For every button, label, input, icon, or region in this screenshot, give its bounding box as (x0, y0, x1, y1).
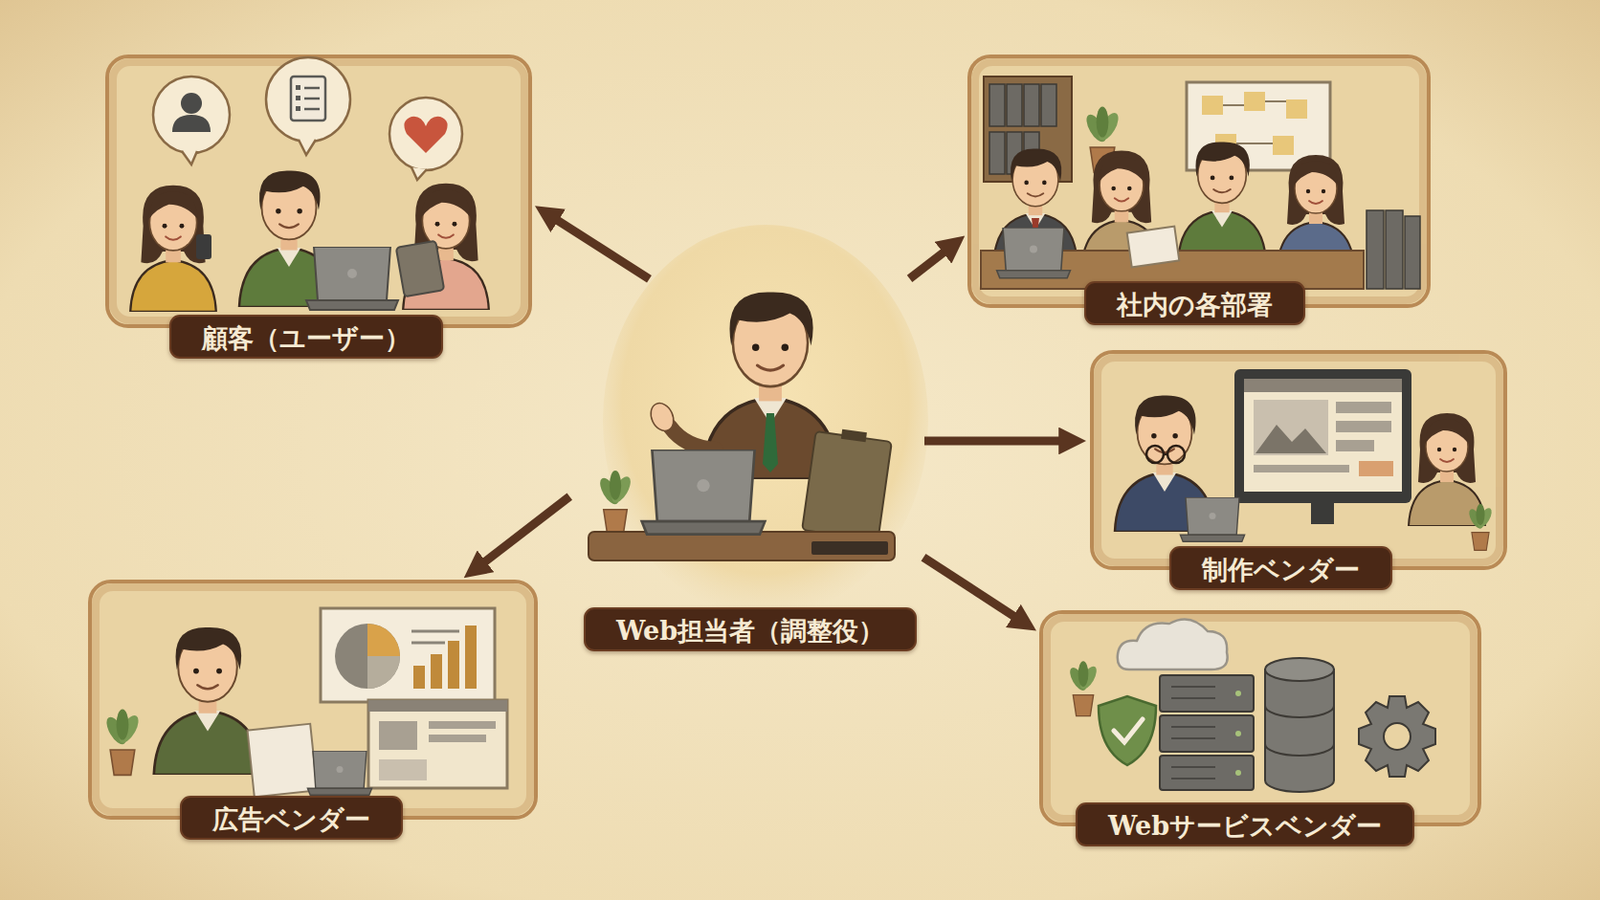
production-illustration (1114, 369, 1495, 551)
connector-arrow (923, 557, 1019, 620)
panel-label: 制作ベンダー (1169, 546, 1393, 591)
ad-vendor-illustration (102, 608, 508, 798)
panel-label: Web担当者（調整役） (583, 607, 917, 652)
connector-arrow (910, 249, 948, 280)
departments-illustration (980, 76, 1421, 289)
panel-grounds (89, 56, 1506, 825)
panel-label: 顧客（ユーザー） (169, 314, 444, 359)
panel-label: 社内の各部署 (1084, 281, 1306, 326)
customers-illustration (130, 57, 489, 312)
stakeholder-panel: 顧客（ユーザー） (107, 56, 531, 359)
coordinator-node: Web担当者（調整役） (574, 282, 919, 652)
stakeholder-panel: 社内の各部署 (969, 56, 1429, 326)
stakeholder-panel: Webサービスベンダー (1041, 612, 1480, 847)
connector-arrow (553, 218, 649, 280)
stakeholder-panel: 制作ベンダー (1091, 352, 1506, 591)
panel-label: Webサービスベンダー (1075, 802, 1415, 847)
stakeholder-panel: 広告ベンダー (89, 581, 536, 841)
panel-edges (95, 62, 1500, 820)
panel-label: 広告ベンダー (179, 796, 403, 841)
web-service-illustration (1066, 620, 1436, 794)
web-manager-illustration (588, 224, 929, 618)
connector-arrow (924, 437, 1065, 446)
connector-arrow (481, 496, 570, 565)
